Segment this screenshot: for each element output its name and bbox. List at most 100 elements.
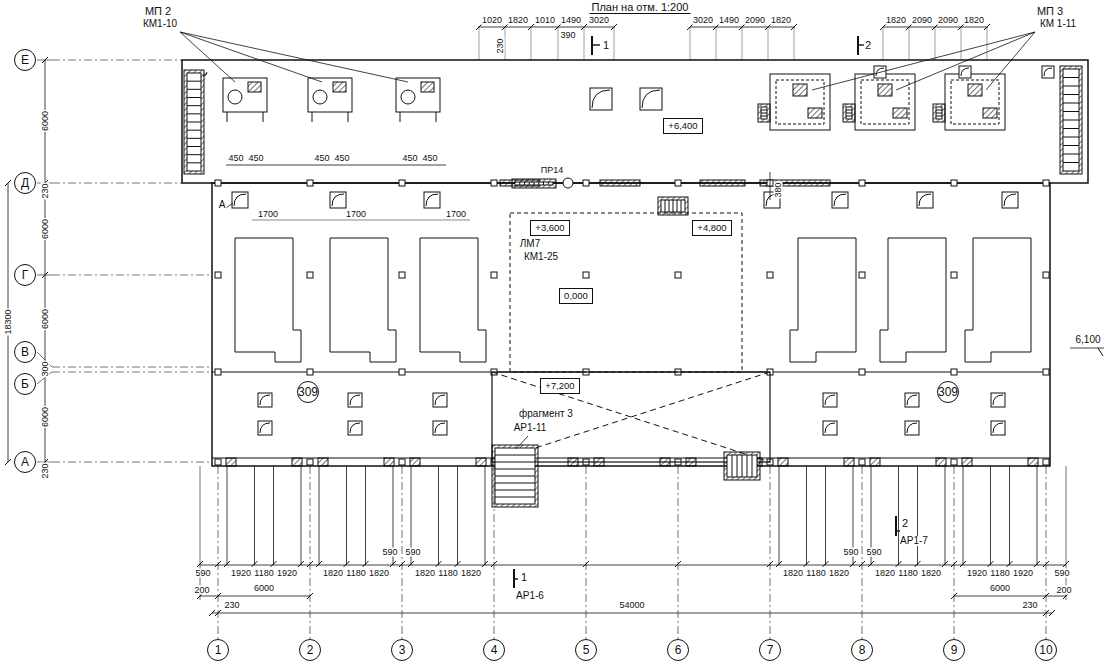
window-mullion [457, 466, 458, 565]
dimension-label: 450 [247, 154, 264, 163]
node-text: 3 [399, 644, 406, 656]
dimension-label: 1180 [437, 569, 458, 578]
equipment-icon [592, 90, 610, 108]
dimension-label: 1920 [230, 569, 252, 578]
dimension-label: 1820 [874, 569, 896, 578]
dimension-tick [252, 561, 258, 567]
window-mullion [963, 466, 964, 565]
dimension-tick [868, 561, 874, 567]
drawing-title: План на отм. 1:200 [590, 2, 691, 14]
stair-step [737, 455, 738, 477]
node-text: 7 [767, 644, 774, 656]
node-text: +6,400 [668, 121, 697, 131]
stair-step [495, 476, 535, 477]
node-text: Д [21, 177, 29, 189]
equipment-icon [258, 393, 272, 407]
dimension-tick [5, 459, 11, 465]
dimension-label: 1820 [322, 569, 344, 578]
axis-line [52, 462, 212, 463]
leader-line [812, 32, 1035, 90]
equipment-room [420, 238, 486, 362]
stair-step [187, 113, 201, 114]
stair-symbol [515, 182, 553, 185]
elevation-mark: +7,200 [540, 378, 579, 394]
window-mullion [990, 466, 991, 565]
equipment-icon [1002, 192, 1018, 208]
equipment-unit [312, 112, 313, 122]
stair-step [529, 182, 530, 185]
stair-symbol [495, 448, 535, 504]
equipment-unit [400, 112, 401, 122]
dimension-label: 590 [1053, 569, 1070, 578]
stair-symbol [1063, 69, 1079, 171]
wall-hatch [410, 458, 420, 466]
wall-hatch [844, 458, 854, 466]
stair-step [936, 116, 942, 117]
column [307, 180, 313, 186]
column [307, 459, 313, 465]
equipment-icon [642, 90, 660, 108]
stair-step [1063, 162, 1079, 163]
leader-line [226, 203, 233, 208]
wall-hatch [700, 180, 745, 186]
extension-line [1066, 466, 1067, 600]
equipment-unit [855, 74, 915, 130]
equipment-unit [793, 84, 807, 96]
node-text: Б [21, 378, 29, 390]
stair-step [1063, 77, 1079, 78]
equipment-room [235, 238, 301, 362]
dimension-label: 6000 [41, 406, 50, 428]
equipment-unit [893, 108, 907, 118]
dimension-label: 1 [602, 40, 610, 51]
dimension-tick [583, 561, 589, 567]
equipment-icon [961, 68, 969, 76]
stair-step [846, 110, 852, 111]
stair-step [1063, 154, 1079, 155]
equipment-icon [823, 421, 837, 435]
column [491, 180, 497, 186]
building-outline [212, 183, 1050, 466]
equipment-icon [825, 395, 835, 405]
extension-line [690, 27, 691, 60]
node-text: 4 [491, 644, 498, 656]
dimension-tick [1043, 593, 1049, 599]
dimension-tick [209, 610, 215, 616]
equipment-icon [993, 395, 1003, 405]
dimension-tick [399, 561, 405, 567]
stair-step [495, 497, 535, 498]
node-text: 8 [859, 644, 866, 656]
axis-line [52, 372, 212, 373]
equipment-icon [260, 395, 270, 405]
axis-bubble: 9 [943, 639, 965, 661]
stair-symbol [846, 107, 852, 119]
window-mullion [365, 466, 366, 565]
column [859, 369, 865, 375]
section-mark [895, 516, 897, 536]
dimension-label: 1920 [276, 569, 298, 578]
dimension-label: 1820 [963, 16, 985, 25]
axis-line [52, 60, 182, 61]
annotation-label: ЛМ7 [519, 239, 541, 249]
stair-step [495, 462, 535, 463]
wall-hatch [778, 458, 788, 466]
dimension-label: 1820 [368, 569, 390, 578]
equipment-unit [333, 82, 346, 92]
stair-step [187, 162, 201, 163]
node-text: 309 [298, 386, 318, 398]
wall-hatch [318, 458, 328, 466]
wall-hatch [226, 458, 236, 466]
equipment-unit [983, 108, 997, 118]
stair-step [936, 110, 942, 111]
column [399, 459, 405, 465]
dimension-tick [298, 561, 304, 567]
dimension-label: 1820 [920, 569, 942, 578]
stair-step [1063, 145, 1079, 146]
column [307, 369, 313, 375]
wall-hatch [1028, 458, 1038, 466]
equipment-icon [232, 192, 248, 208]
section-mark [592, 44, 600, 45]
axis-bubble: 5 [575, 639, 597, 661]
equipment-icon [348, 393, 362, 407]
